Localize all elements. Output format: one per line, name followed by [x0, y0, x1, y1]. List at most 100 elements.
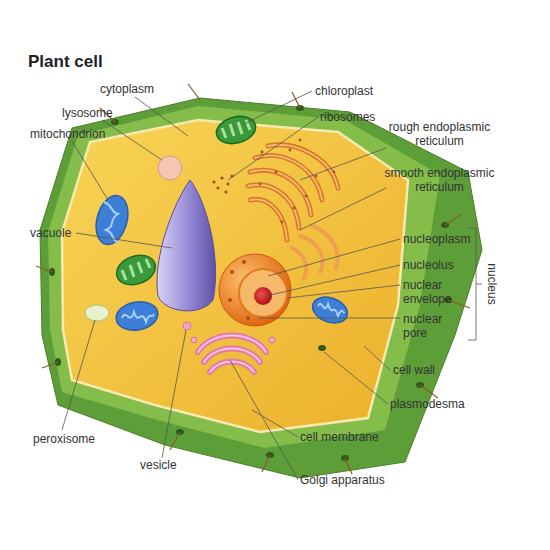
part-label: nucleolus	[403, 258, 454, 272]
cytoplasm	[62, 120, 408, 432]
plasmodesma-strand	[42, 362, 58, 368]
plasmodesma-strand	[445, 214, 462, 225]
part-label: nucleoplasm	[403, 232, 470, 246]
ribosomes	[289, 149, 292, 152]
cell-wall	[48, 106, 440, 448]
leader-line	[76, 233, 172, 248]
leader-line	[135, 97, 188, 136]
cytoplasm	[62, 120, 408, 432]
nucleus	[228, 298, 232, 302]
nucleus	[246, 316, 250, 320]
leader-line	[244, 91, 312, 124]
part-label: cell membrane	[300, 430, 379, 444]
rough-endoplasmic-reticulum	[248, 145, 338, 240]
ribosomes	[261, 151, 264, 154]
part-label: cell wall	[393, 363, 435, 377]
mitochondrion	[122, 312, 154, 322]
ribosomes	[212, 139, 335, 224]
rough-endoplasmic-reticulum	[268, 145, 338, 188]
smooth-endoplasmic-reticulum	[292, 248, 306, 278]
nucleus	[254, 287, 272, 305]
nucleus	[242, 260, 246, 264]
part-label: mitochondrion	[30, 127, 105, 141]
nucleus	[219, 254, 291, 326]
nucleus	[219, 254, 291, 326]
ribosomes	[281, 221, 284, 224]
ribosomes	[212, 180, 215, 183]
ribosomes	[293, 207, 296, 210]
leader-line	[287, 285, 400, 298]
smooth-endoplasmic-reticulum	[312, 226, 338, 268]
ribosomes	[275, 171, 278, 174]
plasmodesma-strand	[188, 84, 200, 100]
rough-endoplasmic-reticulum	[248, 145, 338, 240]
ribosomes	[226, 182, 229, 185]
vesicle	[191, 337, 197, 343]
ribosomes	[216, 186, 219, 189]
golgi-apparatus	[198, 336, 266, 373]
peroxisome	[85, 305, 109, 321]
golgi-apparatus	[198, 336, 266, 353]
leader-line	[324, 352, 388, 404]
part-label: vacuole	[30, 226, 71, 240]
leader-line	[364, 346, 390, 370]
vesicle	[183, 322, 275, 343]
part-label: smooth endoplasmic reticulum	[372, 166, 507, 194]
rough-endoplasmic-reticulum	[248, 145, 338, 240]
part-label: ribosomes	[320, 110, 375, 124]
mitochondrion	[104, 202, 118, 242]
diagram-title: Plant cell	[28, 52, 103, 72]
leader-line	[300, 148, 386, 180]
plasmodesma-strand	[36, 84, 470, 474]
part-label: lysosome	[62, 106, 113, 120]
part-label: nucleus	[485, 263, 499, 304]
cell-wall	[40, 98, 482, 478]
mitochondrion	[91, 192, 133, 248]
smooth-endoplasmic-reticulum	[300, 236, 323, 272]
leader-line	[62, 320, 95, 430]
chloroplast	[213, 112, 258, 147]
ribosomes	[220, 176, 223, 179]
cell-wall	[40, 98, 482, 478]
mitochondrion	[114, 299, 160, 334]
vesicle	[183, 322, 191, 330]
rough-endoplasmic-reticulum	[250, 199, 287, 240]
leader-line	[62, 91, 400, 480]
leader-line	[230, 360, 298, 480]
leader-line	[266, 265, 400, 296]
vacuole	[157, 180, 216, 311]
part-label: nuclear envelope	[403, 278, 463, 306]
rough-endoplasmic-reticulum	[250, 199, 287, 240]
plasmodesma-strand	[170, 432, 180, 450]
plasmodesma-strand	[345, 458, 352, 474]
ribosomes	[224, 190, 227, 193]
ribosomes	[305, 195, 308, 198]
leader-line	[72, 141, 108, 200]
leader-line	[258, 318, 400, 319]
vesicle	[269, 337, 275, 343]
mitochondrion	[91, 192, 351, 333]
golgi-apparatus	[204, 349, 260, 363]
leader-line	[102, 120, 162, 160]
nucleus	[230, 270, 234, 274]
chloroplast	[122, 259, 150, 280]
leader-line	[162, 330, 186, 458]
leader-line	[268, 239, 400, 276]
leader-line	[228, 117, 318, 180]
peroxisome	[85, 305, 109, 321]
part-label: plasmodesma	[390, 397, 465, 411]
part-label: rough endoplasmic reticulum	[372, 120, 507, 148]
mitochondrion	[318, 304, 344, 316]
part-label: peroxisome	[33, 432, 95, 446]
ribosomes	[315, 175, 318, 178]
leader-line	[300, 188, 386, 230]
golgi-apparatus	[198, 336, 266, 373]
ribosomes	[259, 183, 262, 186]
ribosomes	[333, 171, 336, 174]
plasmodesma-strand	[36, 266, 52, 272]
part-label: Golgi apparatus	[300, 473, 385, 487]
ribosomes	[299, 139, 302, 142]
golgi-apparatus	[198, 336, 266, 373]
